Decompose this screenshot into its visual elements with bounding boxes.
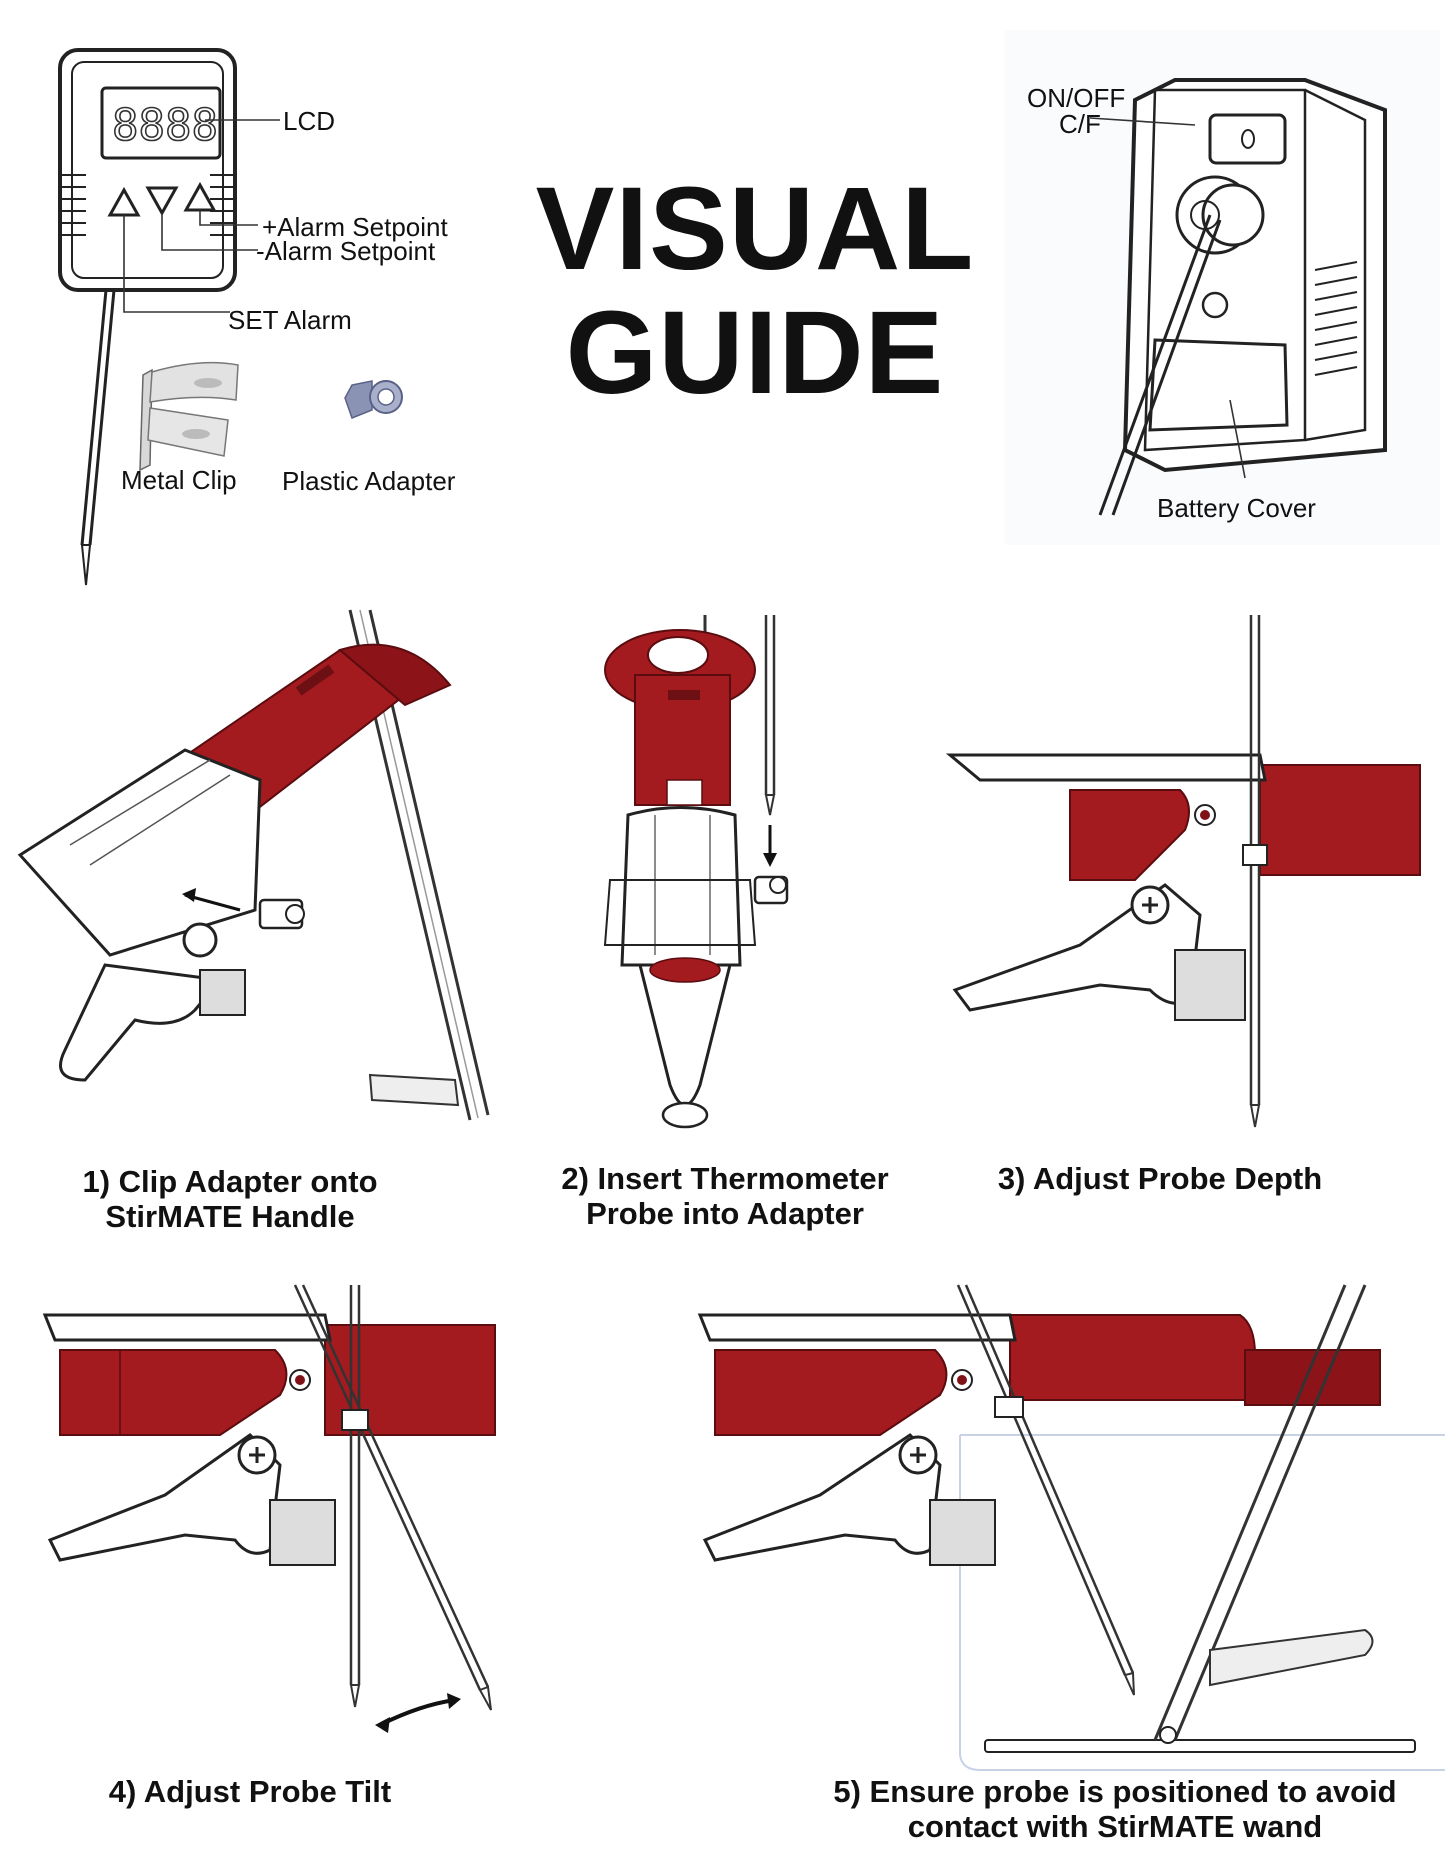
device-front-illustration: 8888 xyxy=(0,0,500,590)
page-title: VISUAL GUIDE xyxy=(530,170,980,412)
probe-depth-drawing xyxy=(945,615,1421,1128)
thermometer-back-drawing xyxy=(1089,78,1387,516)
plus-alarm-label: +Alarm Setpoint xyxy=(262,212,448,242)
device-back-illustration: ON/OFF C/F Battery Cover xyxy=(1005,30,1440,545)
clip-adapter-drawing xyxy=(17,609,490,1121)
step-2-illustration xyxy=(560,615,840,1145)
step-2-line-2: Probe into Adapter xyxy=(586,1195,864,1231)
metal-clip-label: Metal Clip xyxy=(121,465,237,495)
wand-clearance-drawing xyxy=(697,1284,1445,1771)
plastic-adapter-icon xyxy=(344,380,403,419)
on-off-label: ON/OFF xyxy=(1027,83,1126,113)
battery-cover-label: Battery Cover xyxy=(1157,493,1316,523)
minus-alarm-label: -Alarm Setpoint xyxy=(256,236,436,266)
title-line-2: GUIDE xyxy=(565,287,945,419)
step-3-caption: 3) Adjust Probe Depth xyxy=(960,1161,1360,1197)
step-5-caption: 5) Ensure probe is positioned to avoid c… xyxy=(790,1774,1440,1844)
svg-text:8888: 8888 xyxy=(112,100,218,151)
step-1-line-2: StirMATE Handle xyxy=(105,1198,355,1234)
step-1-caption: 1) Clip Adapter onto StirMATE Handle xyxy=(30,1164,430,1234)
step-3-illustration xyxy=(945,615,1421,1140)
step-1-illustration xyxy=(10,609,490,1145)
plastic-adapter-label: Plastic Adapter xyxy=(282,466,456,496)
step-4-line-1: 4) Adjust Probe Tilt xyxy=(108,1774,392,1809)
set-alarm-label: SET Alarm xyxy=(228,305,352,335)
step-5-line-2: contact with StirMATE wand xyxy=(907,1808,1323,1844)
step-4-illustration xyxy=(42,1284,496,1745)
metal-clip-icon xyxy=(139,361,239,472)
step-5-line-1: 5) Ensure probe is positioned to avoid xyxy=(833,1774,1397,1809)
probe-tilt-drawing xyxy=(42,1284,496,1733)
insert-probe-drawing xyxy=(603,615,789,1129)
step-2-caption: 2) Insert Thermometer Probe into Adapter xyxy=(525,1161,925,1231)
step-3-line-1: 3) Adjust Probe Depth xyxy=(997,1161,1323,1196)
cf-label: C/F xyxy=(1059,109,1101,139)
lcd-label: LCD xyxy=(283,106,336,136)
step-2-line-1: 2) Insert Thermometer xyxy=(561,1161,889,1196)
step-4-caption: 4) Adjust Probe Tilt xyxy=(50,1774,450,1810)
step-5-illustration xyxy=(697,1284,1445,1780)
step-1-line-1: 1) Clip Adapter onto xyxy=(82,1164,378,1199)
title-line-1: VISUAL xyxy=(535,163,975,295)
thermometer-front-drawing: 8888 xyxy=(58,48,403,586)
